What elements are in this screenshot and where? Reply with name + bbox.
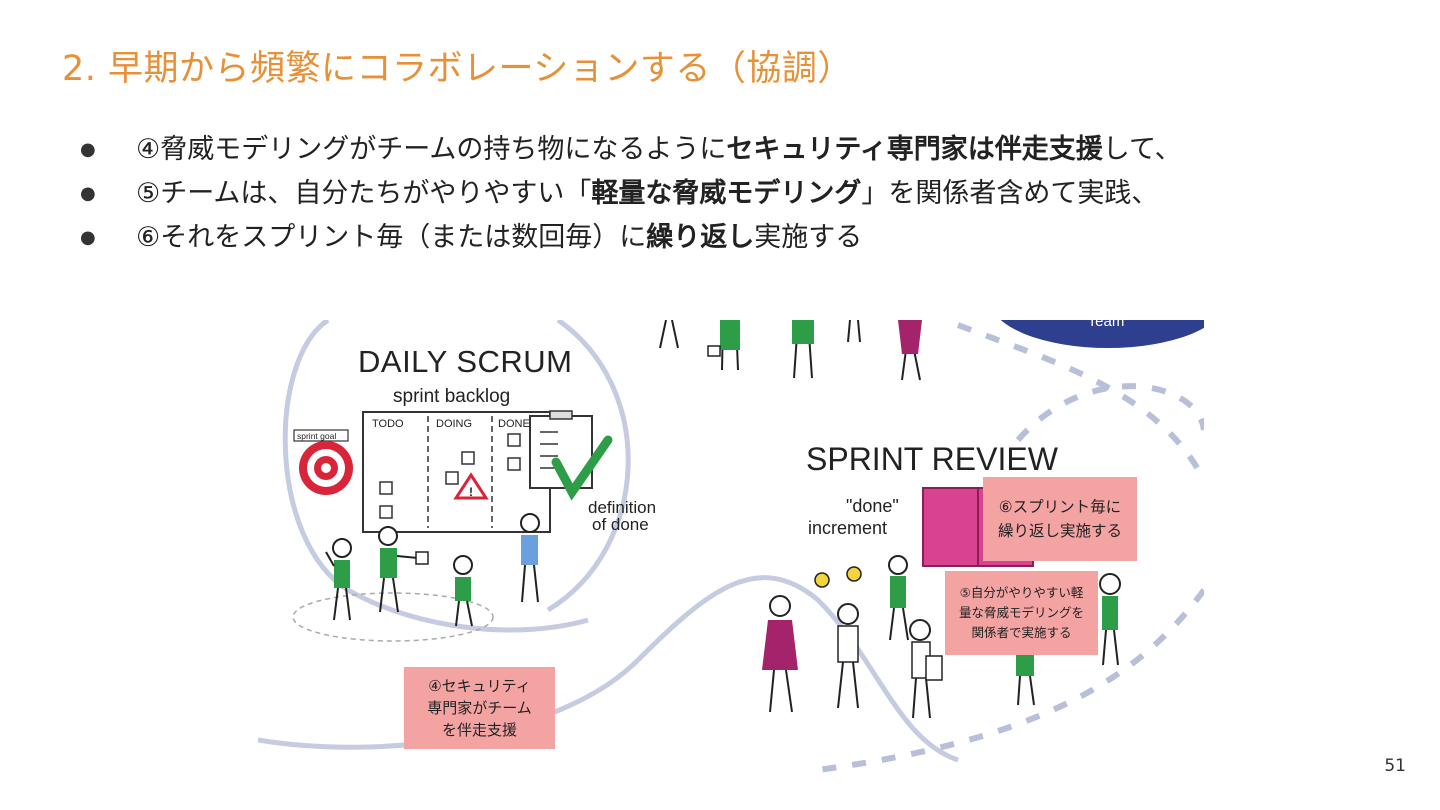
column-doing: DOING (436, 418, 472, 430)
bullet-dot-icon: ● (80, 139, 96, 160)
slide-title: 2. 早期から頻繁にコラボレーションする（協調） (62, 49, 853, 89)
top-figure-green-1 (720, 320, 740, 350)
page-number: 51 (1384, 756, 1406, 776)
top-figures (659, 320, 921, 381)
top-figure-note (707, 345, 721, 357)
note4-line3: を伴走支援 (441, 721, 517, 739)
top-figure-magenta (898, 320, 922, 354)
definition-label: definition (588, 498, 656, 517)
board-sticky-notes (379, 433, 521, 519)
sprint-goal-tag (293, 429, 349, 442)
top-figure-green-2 (792, 320, 814, 344)
increment-label: increment (808, 518, 887, 538)
bullet-list: ● ④脅威モデリングがチームの持ち物になるようにセキュリティ専門家は伴走支援して、… (80, 128, 1182, 260)
bullet-5-text: ⑤チームは、自分たちがやりやすい「 (136, 178, 592, 209)
sprint-backlog-label: sprint backlog (393, 386, 510, 407)
bullet-6-text: ⑥それをスプリント毎（または数回毎）に (136, 222, 647, 253)
team-label: Team (1088, 320, 1125, 330)
bullet-item-6: ● ⑥それをスプリント毎（または数回毎）に繰り返し実施する (80, 216, 1182, 260)
warning-icon (453, 472, 489, 500)
done-label: "done" (846, 496, 899, 516)
scrum-circle-floor (292, 592, 494, 642)
note-lightweight-modeling: ⑤自分がやりやすい軽 量な脅威モデリングを 関係者で実施する (945, 571, 1098, 655)
bullet-item-4: ● ④脅威モデリングがチームの持ち物になるようにセキュリティ専門家は伴走支援して、 (80, 128, 1182, 172)
bullet-dot-icon: ● (80, 183, 96, 204)
bullet-5-tail: 」を関係者含めて実践、 (861, 178, 1159, 209)
note5-line2: 量な脅威モデリングを (958, 605, 1084, 620)
of-done-label: of done (592, 515, 649, 534)
note-security-support: ④セキュリティ 専門家がチーム を伴走支援 (404, 667, 555, 749)
bullet-6-bold: 繰り返し (646, 222, 755, 253)
sprint-review-title: SPRINT REVIEW (806, 441, 1059, 477)
bullet-5-bold: 軽量な脅威モデリング (591, 178, 862, 209)
note4-line2: 専門家がチーム (427, 699, 532, 717)
dashed-flow-mid (1015, 383, 1204, 442)
dashed-flow-top (956, 322, 1204, 482)
note6-line2: 繰り返し実施する (997, 522, 1122, 540)
bullet-4-tail: して、 (1102, 134, 1182, 165)
team-circle (1000, 320, 1204, 348)
loop-right-arc (546, 320, 631, 613)
bullet-dot-icon: ● (80, 227, 96, 248)
note5-line3: 関係者で実施する (971, 625, 1072, 640)
bullet-4-bold: セキュリティ専門家は伴走支援 (726, 134, 1103, 165)
note6-line1: ⑥スプリント毎に (998, 498, 1122, 516)
note5-line1: ⑤自分がやりやすい軽 (959, 585, 1084, 600)
clipboard-lines (540, 431, 558, 469)
column-done: DONE (498, 418, 530, 430)
checkmark-icon (551, 435, 613, 501)
note-sprint-repeat: ⑥スプリント毎に 繰り返し実施する (983, 477, 1137, 561)
bullet-6-tail: 実施する (754, 222, 863, 253)
bullet-item-5: ● ⑤チームは、自分たちがやりやすい「軽量な脅威モデリング」を関係者含めて実践、 (80, 172, 1182, 216)
daily-scrum-title: DAILY SCRUM (358, 344, 573, 379)
bullet-4-text: ④脅威モデリングがチームの持ち物になるように (136, 134, 727, 165)
lightbulb-icons (814, 566, 862, 588)
column-todo: TODO (372, 418, 404, 430)
note4-line1: ④セキュリティ (428, 677, 531, 695)
sprint-goal-label: sprint goal (297, 431, 336, 441)
daily-scrum-people (325, 513, 540, 627)
warning-mark: ! (469, 485, 473, 499)
